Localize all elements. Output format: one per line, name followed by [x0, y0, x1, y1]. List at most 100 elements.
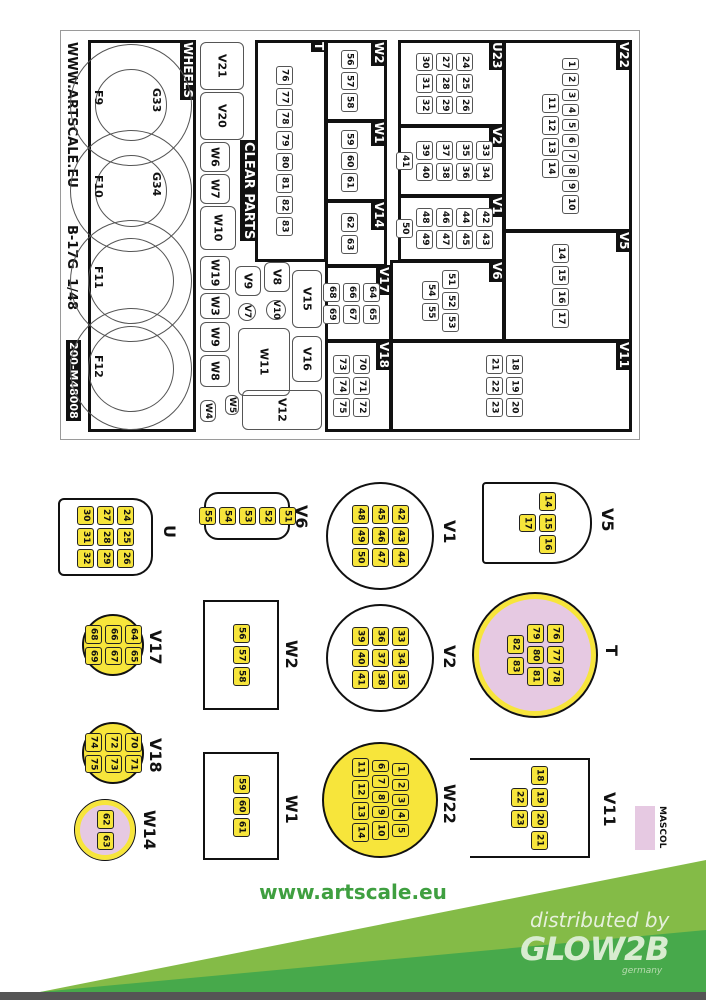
box-label: V2 — [489, 125, 505, 147]
part-number: 20 — [530, 809, 548, 829]
part-number: 1 — [562, 58, 579, 71]
part-number: 78 — [275, 109, 293, 128]
part-number: 23 — [485, 398, 503, 417]
part-number: 35 — [391, 670, 409, 689]
part-number: 10 — [562, 195, 579, 214]
part-number: 67 — [343, 305, 360, 324]
part-number: 28 — [436, 74, 453, 93]
part-number: 70 — [353, 355, 370, 374]
part-number: 41 — [351, 670, 369, 689]
part-number: 14 — [351, 823, 369, 842]
box-label: T — [311, 40, 327, 53]
part-number: 46 — [436, 208, 453, 227]
part-number: 22 — [510, 787, 528, 807]
part-number: 56 — [232, 624, 250, 643]
wheel-f12-inner — [88, 326, 174, 412]
part-number: 56 — [340, 50, 358, 69]
diagram-label: U — [160, 525, 179, 538]
part-number: 53 — [238, 506, 256, 526]
part-v20: V20 — [200, 92, 244, 140]
part-number: 34 — [391, 648, 409, 668]
part-number: 48 — [351, 505, 369, 524]
part-number: 73 — [333, 355, 350, 374]
part-number: 38 — [436, 162, 453, 182]
part-number: 68 — [323, 283, 340, 302]
part-number: 24 — [117, 506, 134, 525]
part-w7: W7 — [200, 174, 230, 204]
footer-website[interactable]: www.artscale.eu — [259, 880, 447, 904]
part-number: 45 — [371, 505, 389, 524]
part-number: 21 — [485, 355, 503, 374]
part-number: 68 — [84, 624, 102, 644]
part-number: 52 — [442, 291, 459, 311]
part-number: 36 — [456, 162, 473, 182]
part-number: 47 — [436, 230, 453, 249]
part-number: 60 — [340, 151, 358, 171]
part-number: 80 — [275, 152, 293, 172]
wheel-label: F12 — [92, 355, 105, 378]
part-number: 71 — [353, 376, 370, 396]
part-number: 74 — [333, 376, 350, 396]
part-number: 12 — [542, 115, 559, 135]
part-number: 54 — [218, 506, 236, 526]
part-number: 35 — [456, 140, 473, 160]
part-w11: W11 — [238, 328, 290, 396]
part-number: 70 — [124, 732, 142, 752]
part-number: 78 — [546, 667, 564, 686]
diagram-label: V1 — [440, 520, 459, 544]
part-w9: W9 — [200, 322, 230, 352]
part-number: 81 — [275, 174, 293, 193]
box-label: U23 — [489, 40, 505, 71]
part-w10: W10 — [200, 206, 236, 250]
part-number: 18 — [530, 766, 548, 785]
mascol-label: MASCOL — [657, 806, 667, 849]
part-number: 37 — [436, 140, 453, 160]
part-number: 72 — [353, 398, 370, 417]
part-number: 50 — [396, 219, 413, 238]
part-number: 50 — [351, 548, 369, 567]
part-number: 66 — [343, 283, 360, 302]
part-number: 4 — [562, 103, 579, 117]
part-number: 13 — [542, 137, 559, 157]
clear-parts-label: CLEAR PARTS — [240, 140, 257, 242]
part-number: 17 — [552, 309, 569, 328]
part-number: 37 — [371, 648, 389, 668]
part-number: 24 — [456, 52, 473, 72]
part-number: 15 — [538, 513, 556, 533]
part-number: 65 — [124, 646, 142, 666]
part-number: 42 — [391, 505, 409, 524]
part-number: 46 — [371, 526, 389, 546]
part-number: 3 — [391, 793, 409, 807]
part-number: 83 — [275, 217, 293, 236]
part-number: 43 — [391, 526, 409, 546]
part-number: 2 — [391, 778, 409, 791]
part-number: 25 — [456, 74, 473, 93]
part-number: 31 — [416, 74, 433, 93]
box-label: V18 — [376, 340, 392, 370]
part-number: 69 — [323, 305, 340, 324]
part-number: 76 — [546, 624, 564, 643]
part-number: 55 — [198, 506, 216, 526]
glow2b-logo: GLOW2B — [520, 930, 670, 968]
part-number: 14 — [552, 244, 569, 263]
part-number: 76 — [275, 66, 293, 85]
box-label: V11 — [616, 340, 632, 370]
part-number: 82 — [275, 195, 293, 215]
box-label: V5 — [616, 230, 632, 252]
